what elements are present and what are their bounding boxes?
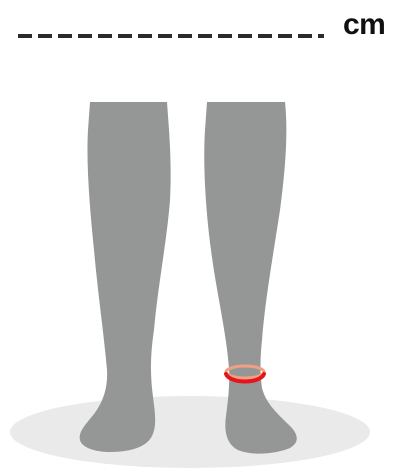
unit-label: cm xyxy=(343,8,385,42)
measurement-row: cm xyxy=(0,0,413,60)
floor-shadow xyxy=(10,396,370,468)
legs-illustration xyxy=(0,60,413,471)
measurement-dashed-underline xyxy=(18,34,324,38)
